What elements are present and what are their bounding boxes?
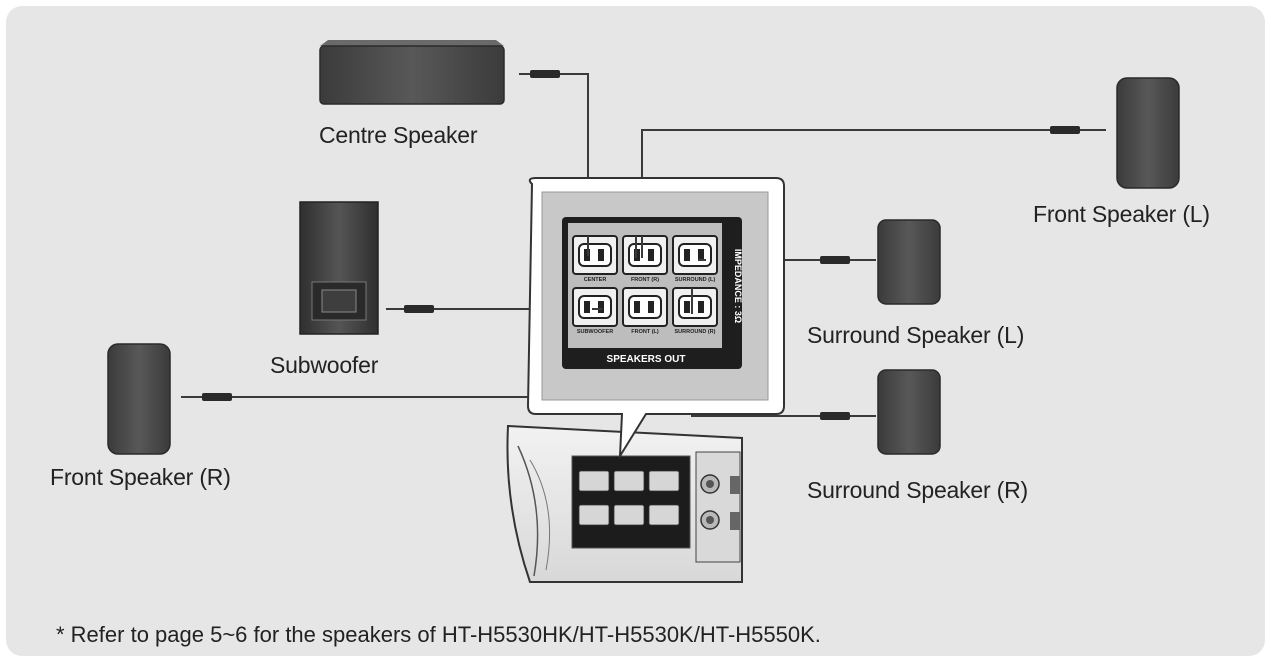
plug-front-left xyxy=(1050,126,1080,134)
terminal-label: SURROUND (R) xyxy=(675,329,716,335)
front-speaker-right-illustration xyxy=(107,343,171,455)
speaker-terminal: SURROUND (R) xyxy=(672,287,718,335)
wire-plugs xyxy=(202,70,1080,420)
plug-subwoofer xyxy=(404,305,434,313)
footnote: * Refer to page 5~6 for the speakers of … xyxy=(56,622,821,647)
impedance-label: IMPEDANCE : 3Ω xyxy=(733,249,743,323)
main-unit-illustration xyxy=(506,424,743,583)
front-speaker-left-label: Front Speaker (L) xyxy=(1033,201,1210,227)
connection-diagram: CENTER FRONT (R) SURROUND (L) SUBWOOFER FRON… xyxy=(107,40,1180,583)
terminal-label: SUBWOOFER xyxy=(577,329,613,335)
subwoofer-illustration xyxy=(299,201,379,335)
terminal-label: CENTER xyxy=(584,277,607,283)
surround-speaker-left-label: Surround Speaker (L) xyxy=(807,322,1025,348)
surround-speaker-right-illustration xyxy=(877,369,941,455)
terminal-label: FRONT (R) xyxy=(631,277,659,283)
terminal-label: SURROUND (L) xyxy=(675,277,715,283)
centre-speaker-illustration xyxy=(319,40,505,105)
plug-front-right xyxy=(202,393,232,401)
terminal-label: FRONT (L) xyxy=(631,329,659,335)
front-speaker-left-illustration xyxy=(1116,77,1180,189)
centre-speaker-label: Centre Speaker xyxy=(319,122,478,148)
speaker-terminal: FRONT (L) xyxy=(622,287,668,335)
front-speaker-right-label: Front Speaker (R) xyxy=(50,464,231,490)
plug-surround-left xyxy=(820,256,850,264)
surround-speaker-right-label: Surround Speaker (R) xyxy=(807,477,1028,503)
wire-terminal-ends xyxy=(587,236,706,314)
surround-speaker-left-illustration xyxy=(877,219,941,305)
terminal-block: CENTER FRONT (R) SURROUND (L) SUBWOOFER FRON… xyxy=(572,235,743,365)
plug-centre xyxy=(530,70,560,78)
diagram-panel: CENTER FRONT (R) SURROUND (L) SUBWOOFER FRON… xyxy=(6,6,1265,656)
subwoofer-label: Subwoofer xyxy=(270,352,379,378)
speaker-terminal: SUBWOOFER xyxy=(572,287,618,335)
speakers-out-title: SPEAKERS OUT xyxy=(607,354,686,365)
plug-surround-right xyxy=(820,412,850,420)
